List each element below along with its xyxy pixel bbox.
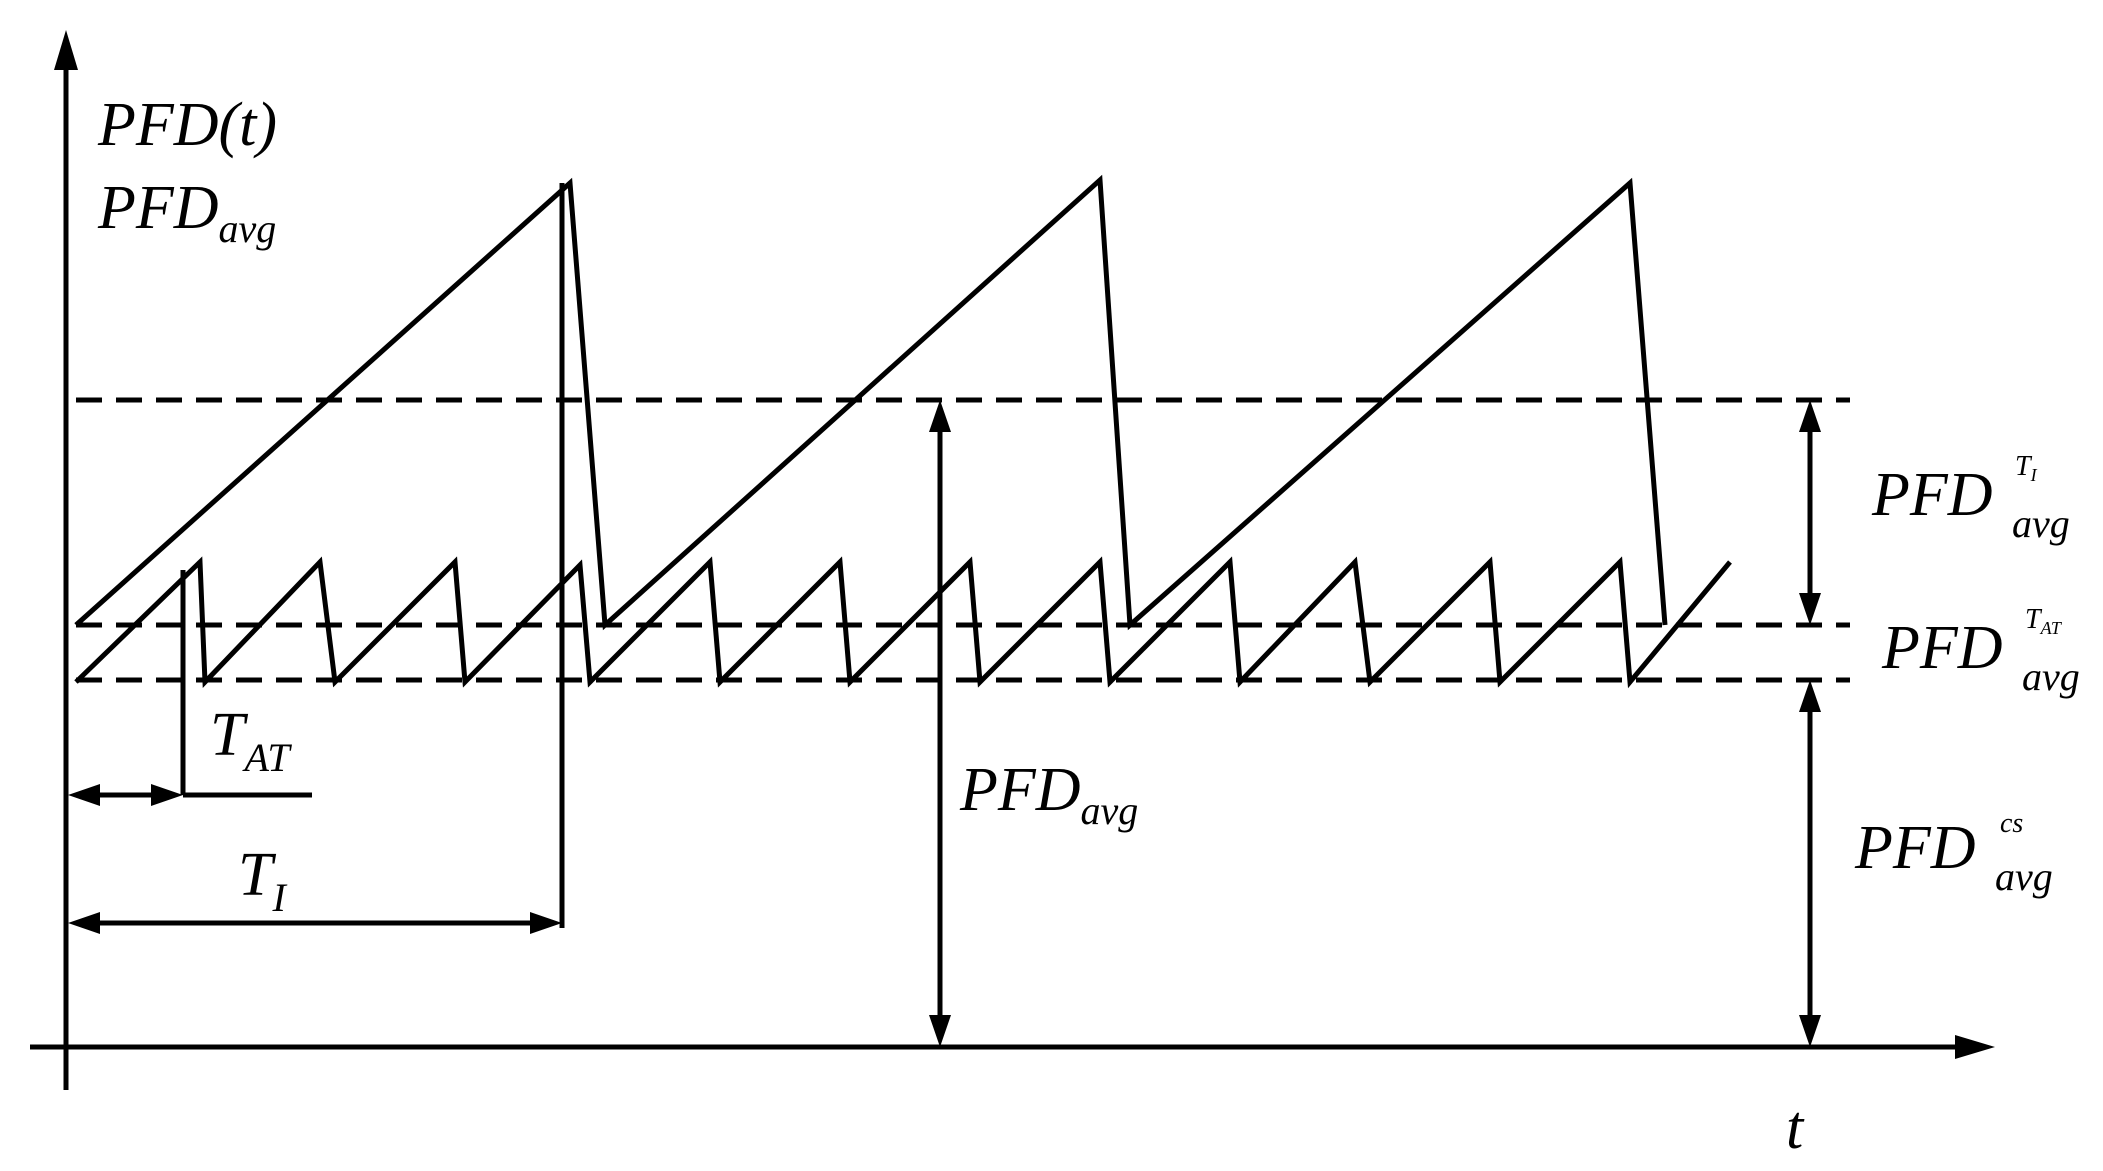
t-i-label-main: T [238,841,277,909]
pfd-tat-label-sup-sub: AT [2040,618,2063,638]
pfd-cs-span-arrowhead-top [1799,680,1821,712]
x-axis-arrowhead [1955,1035,1995,1059]
pfd-ti-label-main: PFD [1871,461,1993,529]
pfd-avg-span-arrowhead-bottom [929,1015,951,1047]
pfd-tat-label-main: PFD [1881,614,2003,682]
y-axis-label-pfd-avg: PFDavg [97,174,276,251]
y-axis-arrowhead [54,30,78,70]
pfd-ti-label-sup-sub: I [2030,465,2038,485]
pfd-cs-label-main: PFD [1854,814,1976,882]
pfd-tat-label-sub: avg [2022,654,2080,699]
t-at-label-main: T [210,701,249,769]
t-at-arrowhead-left [68,784,100,806]
pfd-cs-label-sup: cs [2000,808,2023,839]
pfd-avg-middle-label-sub: avg [1081,788,1139,833]
pfd-avg-middle-label: PFDavg [959,756,1138,833]
y-axis-label-pfd-avg-main: PFD [97,174,219,242]
y-axis-label-pfd-avg-sub: avg [219,206,277,251]
pfd-tat-label-sup: TAT [2025,604,2063,638]
t-at-label: TAT [210,701,292,780]
t-i-label-sub: I [271,875,287,920]
pfd-ti-span-arrowhead-top [1799,400,1821,432]
pfd-ti-label-sup-main: T [2015,451,2033,482]
t-i-label: TI [238,841,287,920]
pfd-tat-label-sup-main: T [2025,604,2043,635]
pfd-ti-span-arrowhead-bottom [1799,593,1821,625]
pfd-avg-span-arrowhead-top [929,400,951,432]
pfd-avg-middle-label-main: PFD [959,756,1081,824]
pfd-tat-label: PFD [1881,614,2003,682]
t-at-label-sub: AT [241,735,292,780]
t-at-arrowhead-right [151,784,183,806]
y-axis-label-pfd-t: PFD(t) [97,91,277,159]
pfd-ti-label: PFD [1871,461,1993,529]
pfd-ti-label-sup: TI [2015,451,2038,485]
pfd-cs-label-sub: avg [1995,854,2053,899]
pfd-cs-label: PFD [1854,814,1976,882]
pfd-ti-label-sub: avg [2012,501,2070,546]
large-sawtooth-curve [74,174,1668,631]
pfd-cs-span-arrowhead-bottom [1799,1015,1821,1047]
t-i-arrowhead-right [530,912,562,934]
t-i-arrowhead-left [68,912,100,934]
x-axis-label-t: t [1786,1094,1805,1162]
small-sawtooth-curve [74,556,1732,689]
